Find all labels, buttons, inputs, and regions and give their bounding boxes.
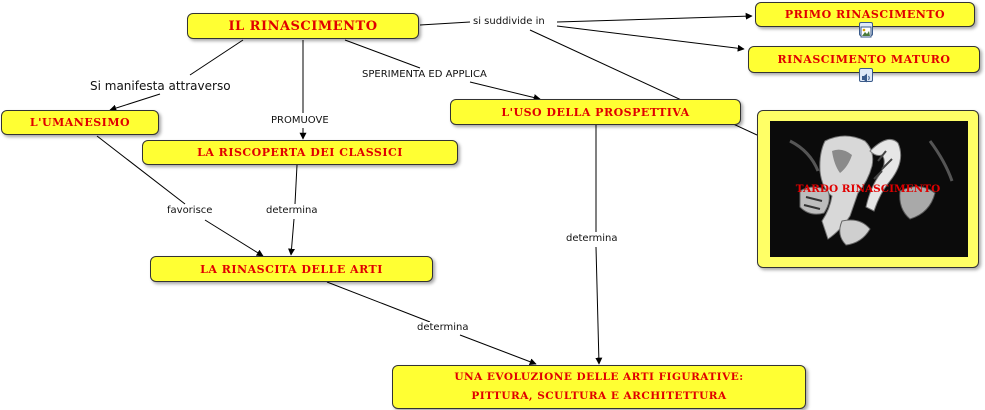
node-riscoperta-classici[interactable]: LA RISCOPERTA DEI CLASSICI: [142, 140, 458, 165]
link-line: [419, 21, 471, 26]
link-line: [326, 281, 431, 323]
link-line: [556, 25, 745, 52]
node-evoluzione-arti[interactable]: UNA EVOLUZIONE DELLE ARTI FIGURATIVE: PI…: [392, 365, 806, 409]
link-label-si-suddivide-in: si suddivide in: [471, 16, 547, 27]
link-line: [288, 218, 296, 256]
node-evoluzione-line1: UNA EVOLUZIONE DELLE ARTI FIGURATIVE:: [454, 371, 744, 383]
node-evoluzione-line2: PITTURA, SCULTURA E ARCHITETTURA: [471, 390, 727, 402]
node-il-rinascimento[interactable]: IL RINASCIMENTO: [187, 13, 419, 39]
tardo-rinascimento-label: TARDO RINASCIMENTO: [795, 183, 941, 195]
link-label-sperimenta: SPERIMENTA ED APPLICA: [360, 69, 489, 80]
artwork-image: [770, 121, 968, 257]
link-line: [469, 81, 541, 101]
link-label-determina: determina: [264, 205, 320, 216]
image-icon[interactable]: [859, 22, 873, 38]
node-rinascita-arti[interactable]: LA RINASCITA DELLE ARTI: [150, 256, 433, 282]
link-line: [294, 164, 298, 205]
link-label-favorisce: favorisce: [165, 205, 215, 216]
audio-icon[interactable]: [859, 68, 873, 83]
link-line: [459, 334, 537, 366]
link-line: [344, 39, 421, 69]
node-tardo-rinascimento[interactable]: TARDO RINASCIMENTO: [757, 110, 979, 268]
link-line: [595, 246, 603, 365]
link-line: [204, 219, 264, 257]
link-label-promuove: PROMUOVE: [269, 115, 331, 126]
link-label-determina: determina: [564, 233, 620, 244]
link-line: [189, 39, 244, 76]
link-line: [556, 12, 753, 23]
node-umanesimo[interactable]: L'UMANESIMO: [1, 110, 159, 135]
link-label-determina: determina: [415, 322, 471, 333]
link-line: [109, 93, 161, 112]
link-label-si-manifesta: Si manifesta attraverso: [88, 79, 233, 93]
node-uso-prospettiva[interactable]: L'USO DELLA PROSPETTIVA: [450, 99, 741, 125]
link-line: [96, 135, 186, 205]
